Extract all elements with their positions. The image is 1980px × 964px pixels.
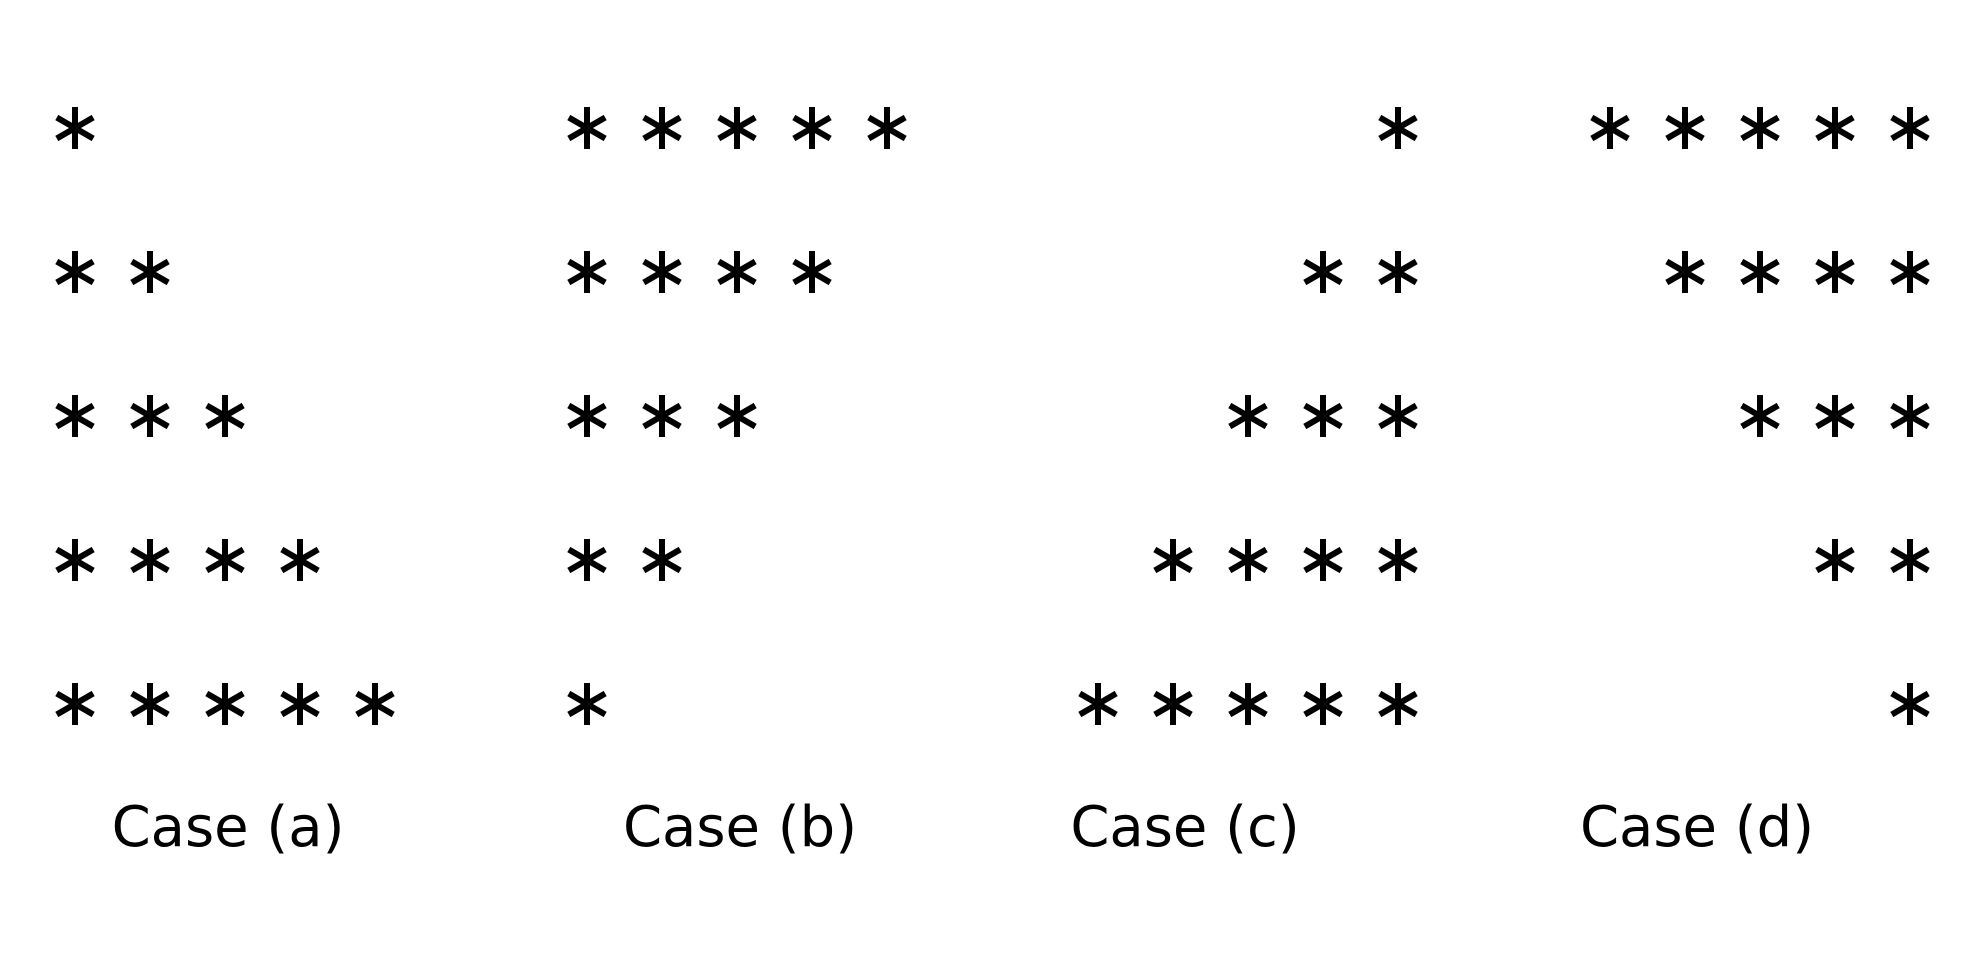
asterisk-icon	[1224, 680, 1272, 728]
case-d-star-pattern	[1522, 58, 1942, 778]
asterisk-icon	[1586, 104, 1634, 152]
asterisk-icon	[51, 104, 99, 152]
asterisk-icon	[1886, 104, 1934, 152]
asterisk-icon	[1374, 392, 1422, 440]
asterisk-icon	[1299, 680, 1347, 728]
asterisk-icon	[201, 680, 249, 728]
asterisk-icon	[51, 536, 99, 584]
asterisk-icon	[1374, 536, 1422, 584]
case-c-star-pattern	[1010, 58, 1430, 778]
asterisk-icon	[1374, 680, 1422, 728]
case-c-label: Case (c)	[1070, 795, 1300, 860]
asterisk-icon	[1661, 104, 1709, 152]
asterisk-icon	[1811, 104, 1859, 152]
asterisk-icon	[1224, 392, 1272, 440]
asterisk-icon	[1299, 536, 1347, 584]
asterisk-icon	[788, 104, 836, 152]
asterisk-icon	[1736, 392, 1784, 440]
case-b-star-pattern	[565, 58, 985, 778]
asterisk-icon	[1149, 680, 1197, 728]
case-b-panel: Case (b)	[565, 58, 985, 888]
asterisk-icon	[1149, 536, 1197, 584]
asterisk-icon	[1886, 536, 1934, 584]
asterisk-icon	[1736, 104, 1784, 152]
asterisk-icon	[863, 104, 911, 152]
asterisk-icon	[1886, 680, 1934, 728]
asterisk-icon	[201, 392, 249, 440]
asterisk-icon	[563, 680, 611, 728]
asterisk-icon	[563, 536, 611, 584]
asterisk-icon	[563, 104, 611, 152]
asterisk-icon	[638, 536, 686, 584]
asterisk-icon	[713, 104, 761, 152]
asterisk-icon	[126, 680, 174, 728]
asterisk-icon	[638, 392, 686, 440]
asterisk-icon	[51, 680, 99, 728]
asterisk-icon	[1374, 104, 1422, 152]
case-d-label: Case (d)	[1579, 795, 1815, 860]
asterisk-icon	[1661, 248, 1709, 296]
asterisk-icon	[563, 392, 611, 440]
asterisk-icon	[1811, 392, 1859, 440]
asterisk-icon	[126, 248, 174, 296]
asterisk-icon	[276, 680, 324, 728]
case-a-label: Case (a)	[111, 795, 345, 860]
asterisk-icon	[1811, 536, 1859, 584]
case-b-label: Case (b)	[622, 795, 858, 860]
asterisk-icon	[563, 248, 611, 296]
case-c-panel: Case (c)	[1010, 58, 1430, 888]
asterisk-icon	[1811, 248, 1859, 296]
asterisk-icon	[1299, 392, 1347, 440]
asterisk-icon	[713, 248, 761, 296]
case-a-panel: Case (a)	[53, 58, 473, 888]
asterisk-icon	[713, 392, 761, 440]
asterisk-icon	[1886, 248, 1934, 296]
asterisk-icon	[638, 104, 686, 152]
asterisk-icon	[51, 392, 99, 440]
asterisk-icon	[1886, 392, 1934, 440]
case-d-panel: Case (d)	[1522, 58, 1942, 888]
asterisk-icon	[1074, 680, 1122, 728]
asterisk-icon	[638, 248, 686, 296]
asterisk-icon	[1224, 536, 1272, 584]
asterisk-icon	[788, 248, 836, 296]
case-a-star-pattern	[53, 58, 473, 778]
asterisk-icon	[126, 392, 174, 440]
asterisk-icon	[351, 680, 399, 728]
asterisk-icon	[1736, 248, 1784, 296]
asterisk-icon	[1374, 248, 1422, 296]
asterisk-icon	[51, 248, 99, 296]
asterisk-icon	[201, 536, 249, 584]
asterisk-icon	[276, 536, 324, 584]
asterisk-icon	[1299, 248, 1347, 296]
asterisk-icon	[126, 536, 174, 584]
